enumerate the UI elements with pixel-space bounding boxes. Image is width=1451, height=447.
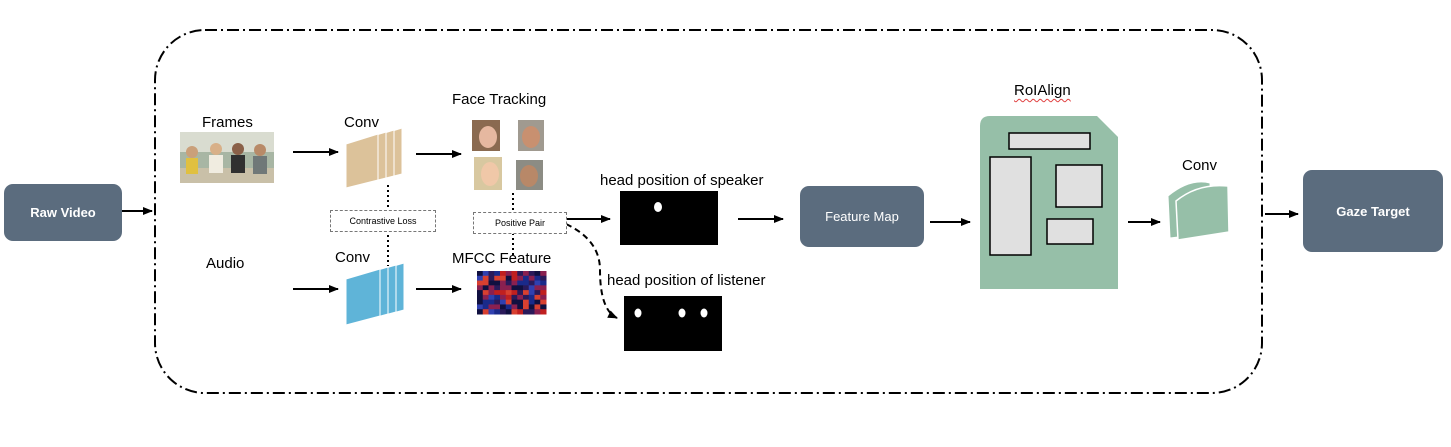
roialign-block bbox=[980, 116, 1118, 289]
pipeline-frame bbox=[154, 29, 1263, 394]
contrastive-loss-label: Contrastive Loss bbox=[330, 210, 436, 232]
conv-right-label: Conv bbox=[1182, 157, 1218, 174]
conv-top-label: Conv bbox=[344, 114, 380, 131]
positive-pair-label: Positive Pair bbox=[473, 212, 567, 234]
raw-video-box: Raw Video bbox=[4, 184, 122, 241]
mfcc-heatmap bbox=[477, 271, 547, 315]
head-listener-image bbox=[624, 296, 722, 351]
head-listener-label: head position of listener bbox=[607, 272, 766, 289]
gaze-target-box: Gaze Target bbox=[1303, 170, 1443, 252]
feature-map-box: Feature Map bbox=[800, 186, 924, 247]
face-thumbnails bbox=[472, 120, 544, 190]
frames-image bbox=[180, 132, 274, 183]
arrow-pair-to-listener bbox=[565, 223, 618, 319]
mfcc-feature-label: MFCC Feature bbox=[452, 250, 552, 267]
audio-waveform bbox=[179, 273, 279, 319]
conv-top-stack bbox=[345, 127, 403, 189]
conv-bottom-stack bbox=[345, 262, 405, 326]
conv-right-stack bbox=[1167, 181, 1230, 241]
frames-label: Frames bbox=[202, 114, 253, 131]
face-tracking-label: Face Tracking bbox=[452, 91, 547, 108]
head-speaker-image bbox=[620, 191, 718, 245]
audio-label: Audio bbox=[206, 255, 245, 272]
conv-bottom-label: Conv bbox=[335, 249, 371, 266]
head-speaker-label: head position of speaker bbox=[600, 172, 764, 189]
roialign-label: RoIAlign bbox=[1014, 82, 1071, 99]
